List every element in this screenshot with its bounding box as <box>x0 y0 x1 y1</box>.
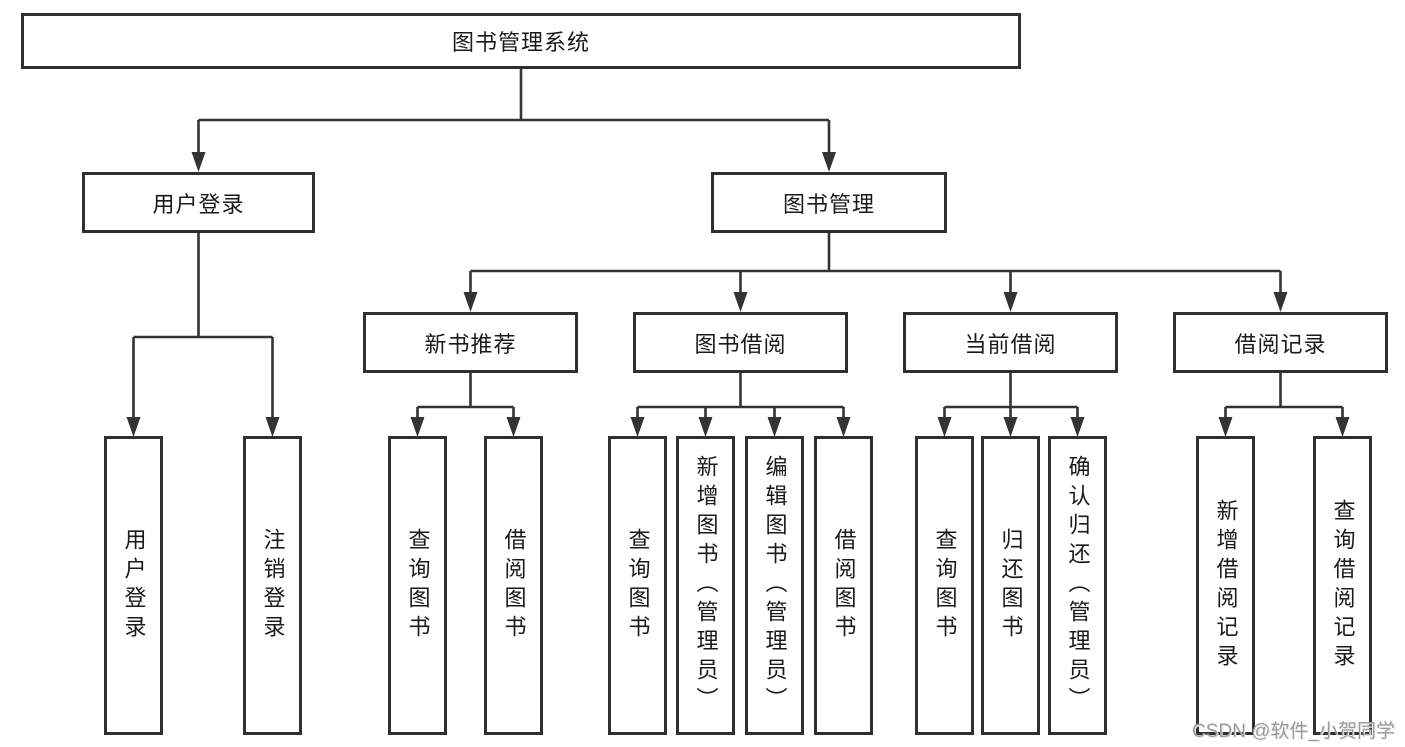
connector-user-login-to-leaves <box>132 233 274 418</box>
node-borrow-records: 借阅记录 <box>1173 312 1388 373</box>
leaf-newbook-query-books-label: 查询图书 <box>405 527 431 644</box>
leaf-borrow-add-books-admin: 新增图书（管理员） <box>676 436 735 735</box>
node-book-borrow: 图书借阅 <box>633 312 848 373</box>
leaf-borrow-query-books: 查询图书 <box>608 436 667 735</box>
leaf-user-login: 用户登录 <box>104 436 163 735</box>
node-book-borrow-label: 图书借阅 <box>694 331 787 357</box>
node-borrow-records-label: 借阅记录 <box>1234 331 1327 357</box>
node-book-management: 图书管理 <box>711 172 947 233</box>
leaf-current-confirm-return-admin-label: 确认归还（管理员） <box>1065 455 1091 716</box>
leaf-borrow-query-books-label: 查询图书 <box>625 527 651 644</box>
node-new-book-recommend: 新书推荐 <box>363 312 578 373</box>
node-user-login-label: 用户登录 <box>152 191 245 217</box>
leaf-logout-label: 注销登录 <box>260 527 286 644</box>
connector-book-borrow-to-leaves <box>636 373 845 418</box>
connector-new-book-to-leaves <box>416 373 515 418</box>
leaf-newbook-borrow-books: 借阅图书 <box>484 436 543 735</box>
leaf-borrow-borrow-books: 借阅图书 <box>814 436 873 735</box>
leaf-newbook-query-books: 查询图书 <box>388 436 447 735</box>
leaf-borrow-edit-books-admin-label: 编辑图书（管理员） <box>762 455 788 716</box>
node-root-label: 图书管理系统 <box>451 30 590 55</box>
leaf-current-query-books: 查询图书 <box>915 436 974 735</box>
leaf-newbook-borrow-books-label: 借阅图书 <box>501 527 527 644</box>
node-user-login: 用户登录 <box>82 172 315 233</box>
node-current-borrow: 当前借阅 <box>903 312 1118 373</box>
node-new-book-recommend-label: 新书推荐 <box>424 331 517 357</box>
leaf-borrow-edit-books-admin: 编辑图书（管理员） <box>745 436 804 735</box>
node-book-management-label: 图书管理 <box>782 191 875 217</box>
leaf-current-confirm-return-admin: 确认归还（管理员） <box>1048 436 1107 735</box>
leaf-current-query-books-label: 查询图书 <box>932 527 958 644</box>
leaf-logout: 注销登录 <box>243 436 302 735</box>
leaf-records-query-record-label: 查询借阅记录 <box>1330 498 1356 673</box>
leaf-records-add-record-label: 新增借阅记录 <box>1213 498 1239 673</box>
leaf-records-query-record: 查询借阅记录 <box>1313 436 1372 735</box>
leaf-user-login-label: 用户登录 <box>121 527 147 644</box>
csdn-watermark: CSDN @软件_小贺同学 <box>1192 721 1395 742</box>
connector-root-to-level2 <box>197 69 831 153</box>
arrowhead-icons <box>126 152 1350 437</box>
connector-book-management-to-level3 <box>469 233 1282 293</box>
leaf-records-add-record: 新增借阅记录 <box>1196 436 1255 735</box>
leaf-current-return-books: 归还图书 <box>981 436 1040 735</box>
leaf-borrow-borrow-books-label: 借阅图书 <box>831 527 857 644</box>
leaf-current-return-books-label: 归还图书 <box>998 527 1024 644</box>
node-current-borrow-label: 当前借阅 <box>964 331 1057 357</box>
connector-current-borrow-to-leaves <box>943 373 1079 418</box>
leaf-borrow-add-books-admin-label: 新增图书（管理员） <box>693 455 719 716</box>
connector-borrow-records-to-leaves <box>1224 373 1344 418</box>
node-root-system: 图书管理系统 <box>21 13 1021 69</box>
